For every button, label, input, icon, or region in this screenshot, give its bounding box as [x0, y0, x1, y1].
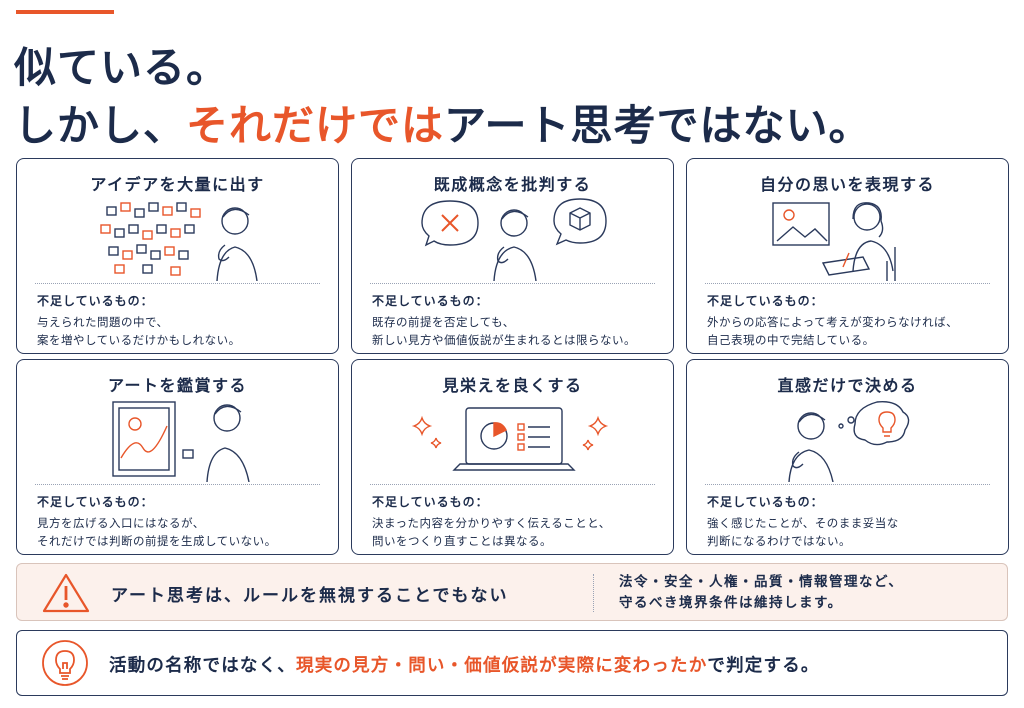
card-description-line: 自己表現の中で完結している。 [707, 333, 875, 347]
card-description: 与えられた問題の中で、 案を増やしているだけかもしれない。 [37, 313, 241, 349]
divider [593, 574, 594, 612]
warning-note: 法令・安全・人権・品質・情報管理など、 守るべき境界条件は維持します。 [619, 572, 903, 614]
conclusion-text: 活動の名称ではなく、現実の見方・問い・価値仮説が実際に変わったかで判定する。 [109, 652, 820, 677]
conclusion-prefix: 活動の名称ではなく、 [109, 656, 296, 676]
card-description-line: 問いをつくり直すことは異なる。 [372, 534, 552, 548]
headline-suffix: アート思考ではない。 [444, 101, 872, 150]
card-intuition-decision: 直感だけで決める 不足しているもの： 強く感じたことが、そのまま妥当な 判断にな… [686, 359, 1009, 555]
card-description-line: 外からの応答によって考えが変わらなければ、 [707, 315, 959, 329]
card-description-line: 新しい見方や価値仮説が生まれるとは限らない。 [372, 333, 636, 347]
card-title: 直感だけで決める [777, 376, 918, 395]
missing-label: 不足しているもの： [372, 294, 489, 308]
divider [35, 283, 320, 284]
card-description-line: 決まった内容を分かりやすく伝えることと、 [372, 516, 611, 530]
card-description-line: 与えられた問題の中で、 [37, 315, 169, 329]
divider [35, 484, 320, 485]
divider [705, 283, 990, 284]
card-critique-concepts: 既成概念を批判する 不足しているもの： 既存の前提を否定しても、 新しい見方や価… [351, 158, 674, 354]
missing-label: 不足しているもの： [37, 495, 154, 509]
laptop-with-sparkles-icon [411, 407, 609, 471]
card-title: 既成概念を批判する [433, 175, 592, 194]
card-description: 決まった内容を分かりやすく伝えることと、 問いをつくり直すことは異なる。 [372, 514, 611, 550]
card-description-line: 見方を広げる入口にはなるが、 [37, 516, 205, 530]
conclusion-highlight: 現実の見方・問い・価値仮説が実際に変わったか [296, 656, 708, 676]
card-description: 見方を広げる入口にはなるが、 それだけでは判断の前提を生成していない。 [37, 514, 277, 550]
card-description-line: 案を増やしているだけかもしれない。 [37, 333, 241, 347]
card-description: 強く感じたことが、そのまま妥当な 判断になるわけではない。 [707, 514, 899, 550]
missing-label: 不足しているもの： [707, 495, 824, 509]
card-title: 自分の思いを表現する [759, 175, 935, 194]
divider [370, 283, 655, 284]
card-improve-appearance: 見栄えを良くする 不足しているもの： 決まった内容を分かりやすく伝えることと、 … [351, 359, 674, 555]
card-description-line: 強く感じたことが、そのまま妥当な [707, 516, 899, 530]
card-express-self: 自分の思いを表現する 不足しているもの： 外からの応答によって考えが変わらなけれ… [686, 158, 1009, 354]
divider [370, 484, 655, 485]
missing-label: 不足しているもの： [37, 294, 154, 308]
picture-and-drawing-woman-icon [772, 202, 896, 281]
headline-prefix: しかし、 [14, 101, 187, 150]
warning-triangle-icon [42, 573, 90, 613]
conclusion-band: 活動の名称ではなく、現実の見方・問い・価値仮説が実際に変わったかで判定する。 [16, 630, 1008, 696]
card-title: アートを鑑賞する [107, 376, 248, 395]
conclusion-suffix: で判定する。 [707, 656, 820, 676]
warning-note-line: 守るべき境界条件は維持します。 [619, 595, 843, 611]
lightbulb-icon [42, 640, 88, 686]
card-appreciate-art: アートを鑑賞する 不足しているもの： 見方を広げる入口にはなるが、 それだけでは… [16, 359, 339, 555]
headline-line-1: 似ている。 [14, 43, 230, 92]
cross-and-cube-thinking-person-icon [421, 198, 607, 281]
warning-band: アート思考は、ルールを無視することでもない 法令・安全・人権・品質・情報管理など… [16, 563, 1008, 621]
card-description: 外からの応答によって考えが変わらなければ、 自己表現の中で完結している。 [707, 313, 958, 349]
card-description-line: それだけでは判断の前提を生成していない。 [37, 534, 277, 548]
divider [705, 484, 990, 485]
headline-line-2: しかし、それだけではアート思考ではない。 [14, 92, 872, 153]
framed-art-viewer-icon [112, 401, 250, 482]
card-title: アイデアを大量に出す [90, 175, 265, 194]
card-idea-generation: アイデアを大量に出す 不足しているもの： 与えられた問題の中で、 案を増やしてい… [16, 158, 339, 354]
card-description: 既存の前提を否定しても、 新しい見方や価値仮説が生まれるとは限らない。 [372, 313, 636, 349]
accent-bar [16, 10, 114, 14]
warning-title: アート思考は、ルールを無視することでもない [111, 586, 509, 606]
sticky-notes-thinking-person-icon [100, 202, 258, 281]
person-with-lightbulb-thought-icon [788, 401, 910, 482]
warning-note-line: 法令・安全・人権・品質・情報管理など、 [619, 574, 904, 590]
card-title: 見栄えを良くする [442, 376, 583, 395]
card-description-line: 既存の前提を否定しても、 [372, 315, 515, 329]
missing-label: 不足しているもの： [372, 495, 489, 509]
card-description-line: 判断になるわけではない。 [707, 534, 851, 548]
headline-highlight: それだけでは [186, 101, 445, 150]
missing-label: 不足しているもの： [707, 294, 824, 308]
